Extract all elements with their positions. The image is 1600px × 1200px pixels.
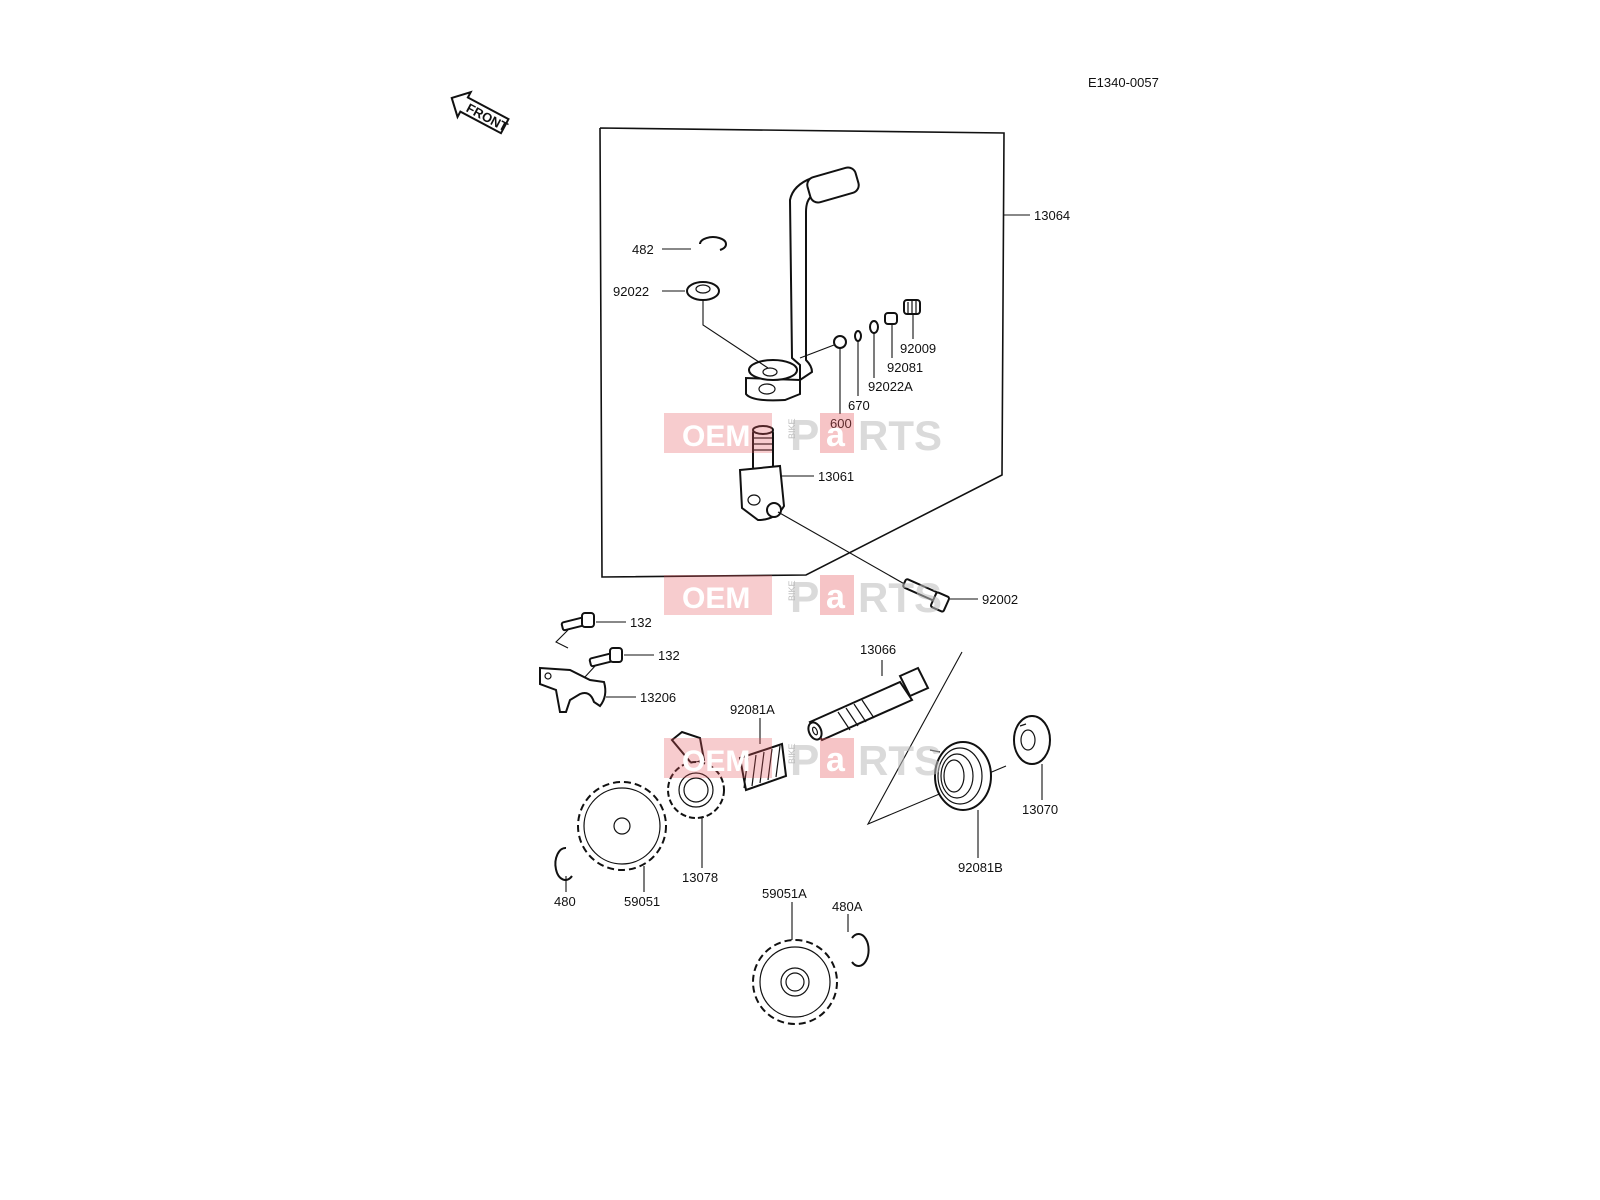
label-670: 670 [848, 398, 870, 413]
plate-13206 [539, 666, 607, 713]
label-13066: 13066 [860, 642, 896, 657]
label-92022a: 92022A [868, 379, 913, 394]
pedal-boss-13061 [738, 425, 786, 522]
label-480a: 480A [832, 899, 863, 914]
label-92081b: 92081B [958, 860, 1003, 875]
label-13061: 13061 [818, 469, 854, 484]
spring-92081a [738, 742, 788, 792]
svg-text:RTS: RTS [858, 412, 942, 459]
label-482: 482 [632, 242, 654, 257]
front-arrow-icon: FRONT [450, 90, 511, 135]
svg-text:RTS: RTS [858, 737, 942, 784]
spring-92081 [884, 312, 898, 325]
label-59051a: 59051A [762, 886, 807, 901]
svg-text:P: P [790, 411, 819, 460]
label-13070: 13070 [1022, 802, 1058, 817]
label-92081: 92081 [887, 360, 923, 375]
label-13064: 13064 [1034, 208, 1070, 223]
label-13078: 13078 [682, 870, 718, 885]
svg-text:P: P [790, 573, 819, 622]
circlip-480 [554, 846, 573, 881]
svg-text:a: a [826, 416, 846, 454]
label-92002: 92002 [982, 592, 1018, 607]
label-59051: 59051 [624, 894, 660, 909]
bolt-132-lower [588, 647, 623, 668]
circlip-482 [699, 236, 727, 251]
label-132-lower: 132 [658, 648, 680, 663]
svg-text:RTS: RTS [858, 574, 942, 621]
label-132-upper: 132 [630, 615, 652, 630]
svg-text:OEM: OEM [682, 582, 750, 615]
svg-text:a: a [826, 741, 846, 779]
ratchet-13078 [667, 730, 725, 819]
kick-shaft-13066 [807, 666, 930, 742]
collar-13070 [1013, 715, 1051, 765]
label-92022: 92022 [613, 284, 649, 299]
label-480: 480 [554, 894, 576, 909]
plug-92009 [903, 299, 921, 315]
watermark-1: OEM BIKE P a RTS [664, 411, 942, 460]
watermark-3: OEM BIKE P a RTS [664, 736, 942, 785]
assembly-frame [599, 127, 1005, 578]
svg-text:BIKE: BIKE [787, 418, 797, 439]
svg-text:OEM: OEM [682, 745, 750, 778]
diagram-code: E1340-0057 [1088, 75, 1159, 90]
watermark-2: OEM BIKE P a RTS [664, 573, 942, 622]
washer-92022a [869, 320, 879, 334]
label-13206: 13206 [640, 690, 676, 705]
label-600: 600 [830, 416, 852, 431]
label-92009: 92009 [900, 341, 936, 356]
svg-text:OEM: OEM [682, 420, 750, 453]
svg-text:a: a [826, 578, 846, 616]
ball-600 [833, 335, 847, 349]
ring-670 [854, 330, 862, 342]
gear-59051a [752, 939, 838, 1025]
return-spring-92081b [929, 741, 992, 811]
circlip-480a [851, 933, 870, 967]
label-92081a: 92081A [730, 702, 775, 717]
bolt-92002 [902, 578, 951, 613]
gear-59051 [577, 781, 667, 871]
svg-text:BIKE: BIKE [787, 580, 797, 601]
kick-pedal-arm [745, 166, 860, 402]
svg-text:BIKE: BIKE [787, 743, 797, 764]
bolt-132-upper [560, 612, 595, 632]
svg-text:P: P [790, 736, 819, 785]
washer-92022 [686, 281, 720, 301]
